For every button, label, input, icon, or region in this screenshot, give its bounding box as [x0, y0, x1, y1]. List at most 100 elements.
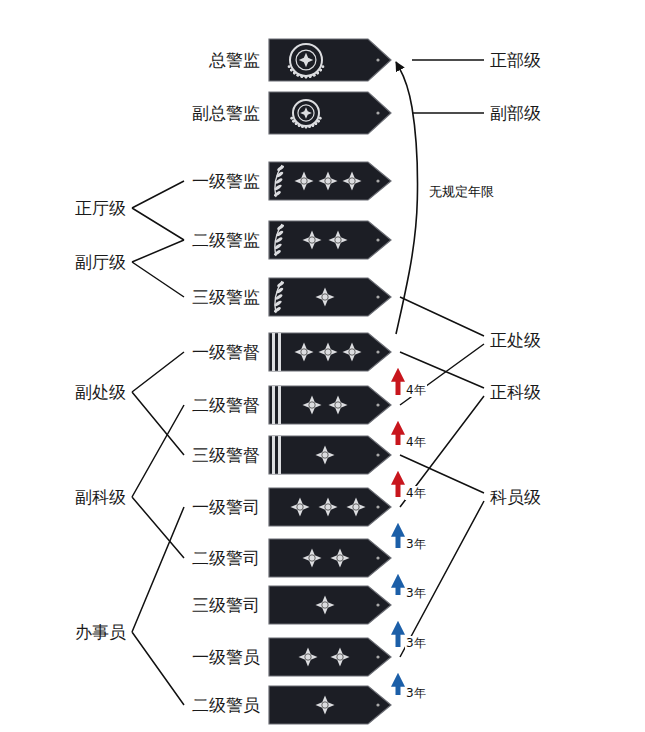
- rank-name: 二级警监: [192, 230, 260, 250]
- rank-star: [343, 343, 362, 362]
- rank-star: [295, 172, 314, 191]
- shoulder-board: [269, 686, 391, 724]
- shoulder-board: [269, 488, 391, 526]
- years-label: 4年: [405, 435, 427, 449]
- rank-insignia: 二级警督: [268, 385, 392, 425]
- board-shape: [268, 220, 392, 260]
- board-shape: [268, 332, 392, 372]
- shoulder-board: [269, 333, 391, 371]
- grade-label: 副科级: [75, 487, 126, 507]
- shoulder-board: [269, 586, 391, 624]
- rank-insignia: 一级警员: [268, 637, 392, 677]
- bracket-line: [132, 181, 184, 240]
- board-button: [376, 295, 379, 298]
- board-shape: [268, 585, 392, 625]
- shoulder-board: [269, 539, 391, 577]
- rank-star: [343, 172, 362, 191]
- rank-name: 总警监: [209, 50, 260, 70]
- rank-insignia: 三级警监: [268, 277, 392, 317]
- bracket-line: [400, 297, 484, 405]
- rank-star: [331, 648, 350, 667]
- board-shape: [268, 685, 392, 725]
- rank-star: [316, 446, 335, 465]
- board-button: [376, 655, 379, 658]
- bracket-line: [132, 507, 184, 705]
- board-button: [376, 238, 379, 241]
- leader-line: [412, 112, 484, 114]
- years-label: 3年: [405, 686, 427, 700]
- laurel-branch: [273, 281, 285, 314]
- promotion-arrow: [396, 432, 401, 445]
- years-label: 3年: [405, 537, 427, 551]
- board-button: [376, 505, 379, 508]
- board-shape: [268, 38, 392, 82]
- board-shape: [268, 637, 392, 677]
- rank-name: 一级警督: [192, 342, 260, 362]
- rank-star: [347, 498, 366, 517]
- years-label: 4年: [405, 486, 427, 500]
- shoulder-board: [269, 436, 391, 474]
- rank-insignia: 总警监: [268, 38, 392, 82]
- shoulder-board: [269, 92, 391, 134]
- silver-stripe: [272, 333, 275, 371]
- grade-label: 办事员: [75, 622, 126, 642]
- board-shape: [268, 277, 392, 317]
- shoulder-board: [269, 221, 391, 259]
- rank-name: 一级警员: [192, 647, 260, 667]
- board-button: [376, 453, 379, 456]
- promotion-arrow: [396, 585, 401, 595]
- rank-insignia: 三级警司: [268, 585, 392, 625]
- rank-name: 一级警监: [192, 171, 260, 191]
- bracket-line: [132, 240, 184, 297]
- grade-label: 正科级: [490, 382, 541, 402]
- board-button: [376, 603, 379, 606]
- laurel-branch: [273, 224, 285, 257]
- rank-insignia: 三级警督: [268, 435, 392, 475]
- bracket-line: [132, 352, 184, 455]
- rank-star: [329, 396, 348, 415]
- silver-stripe: [278, 436, 281, 474]
- rank-name: 副总警监: [192, 103, 260, 123]
- rank-insignia: 二级警监: [268, 220, 392, 260]
- promotion-arrow: [396, 62, 417, 334]
- shoulder-board: [269, 162, 391, 200]
- rank-name: 三级警司: [192, 595, 260, 615]
- laurel-branch: [273, 165, 285, 198]
- board-button: [376, 111, 379, 114]
- promotion-arrow: [396, 379, 401, 395]
- rank-insignia: 一级警监: [268, 161, 392, 201]
- rank-name: 三级警督: [192, 445, 260, 465]
- rank-insignia: 一级警督: [268, 332, 392, 372]
- police-badge: [288, 44, 325, 78]
- grade-label: 正部级: [490, 50, 541, 70]
- board-shape: [268, 487, 392, 527]
- promotion-arrow: [396, 534, 401, 548]
- rank-insignia: 副总警监: [268, 91, 392, 135]
- board-button: [376, 556, 379, 559]
- silver-stripe: [272, 386, 275, 424]
- promotion-arrow: [396, 632, 401, 647]
- grade-label: 副处级: [75, 382, 126, 402]
- rank-star: [329, 231, 348, 250]
- rank-name: 二级警司: [192, 548, 260, 568]
- rank-name: 二级警员: [192, 695, 260, 715]
- board-shape: [268, 385, 392, 425]
- board-button: [376, 350, 379, 353]
- years-label: 3年: [405, 586, 427, 600]
- shoulder-board: [269, 39, 391, 81]
- years-label: 4年: [405, 383, 427, 397]
- silver-stripe: [278, 386, 281, 424]
- rank-insignia: 一级警司: [268, 487, 392, 527]
- rank-insignia: 二级警员: [268, 685, 392, 725]
- shoulder-board: [269, 278, 391, 316]
- board-button: [376, 58, 379, 61]
- rank-name: 一级警司: [192, 497, 260, 517]
- rank-star: [299, 648, 318, 667]
- board-shape: [268, 161, 392, 201]
- grade-label: 正厅级: [75, 198, 126, 218]
- rank-star: [316, 596, 335, 615]
- rank-star: [319, 172, 338, 191]
- board-button: [376, 179, 379, 182]
- grade-label: 正处级: [490, 330, 541, 350]
- police-badge: [290, 100, 321, 128]
